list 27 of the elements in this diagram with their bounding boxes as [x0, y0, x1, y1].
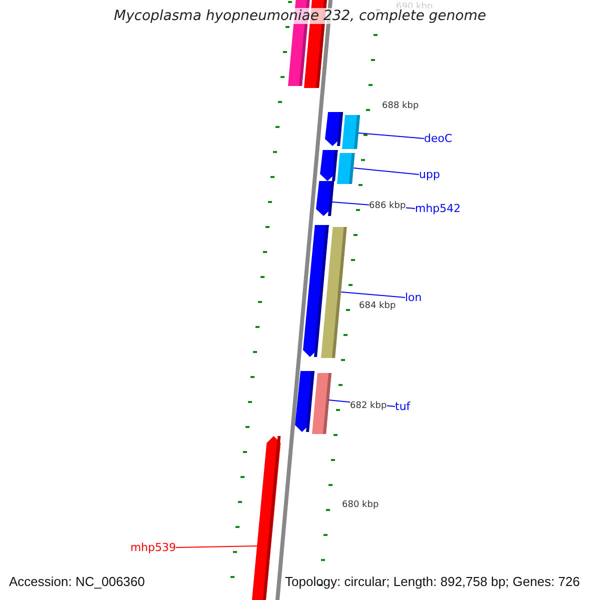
leader-line — [358, 132, 424, 139]
scale-label: 686 kbp — [369, 201, 406, 211]
gene-block — [316, 181, 334, 216]
scale-label: 680 kbp — [342, 500, 379, 510]
scale-label: 688 kbp — [382, 101, 419, 111]
gene-block — [294, 371, 314, 432]
gene-label: mhp539 — [130, 541, 176, 554]
gene-label: upp — [419, 168, 440, 181]
gene-block — [320, 150, 338, 181]
gene-block — [312, 373, 331, 434]
gene-label: deoC — [424, 132, 452, 145]
gene-block — [337, 153, 355, 184]
gene-block — [342, 115, 360, 149]
leader-line — [176, 546, 258, 548]
gene-label: lon — [405, 291, 422, 304]
leader-line — [340, 292, 406, 298]
gene-label: tuf — [395, 400, 410, 413]
scale-label: 684 kbp — [359, 301, 396, 311]
title: Mycoplasma hyopneumoniae 232, complete genome — [112, 8, 488, 24]
footer-text: Topology: circular; Length: 892,758 bp; Genes: 726 — [285, 574, 580, 589]
gene-block — [251, 436, 281, 600]
leader-line — [353, 168, 420, 175]
scale-label: 682 kbp — [350, 401, 387, 411]
gene-label: mhp542 — [415, 202, 461, 215]
footer-text: Accession: NC_006360 — [9, 574, 145, 589]
gene-block — [321, 227, 347, 358]
gene-block — [324, 112, 343, 146]
